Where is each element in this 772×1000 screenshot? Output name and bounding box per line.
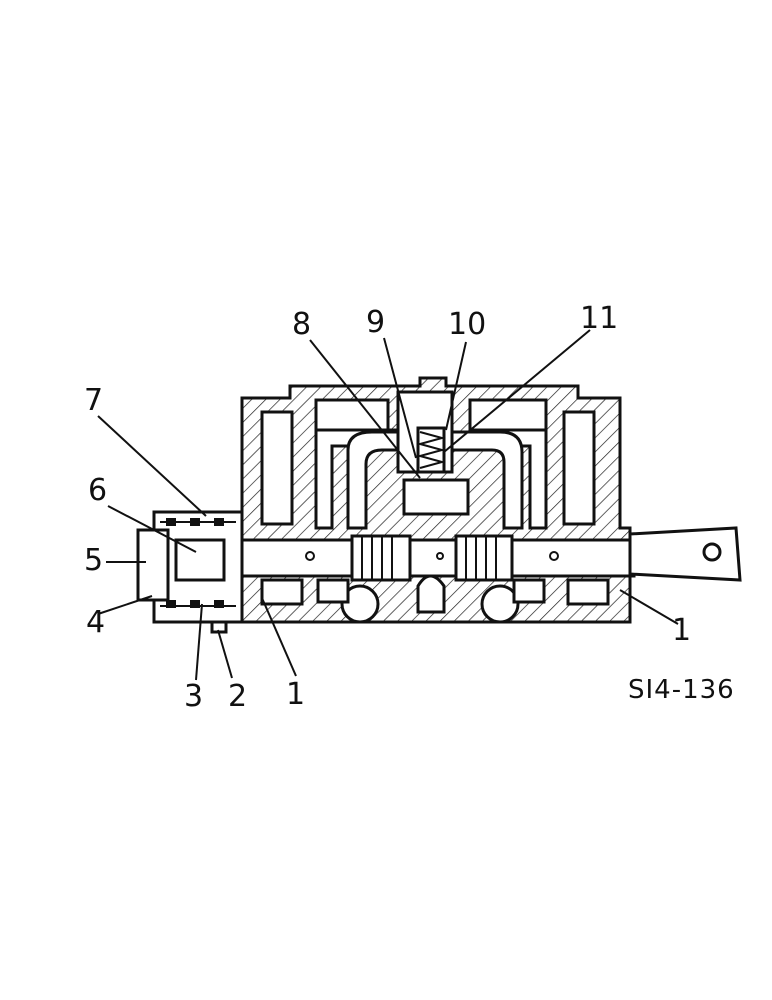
- callout-3: 3: [184, 679, 203, 714]
- callout-11: 11: [580, 301, 618, 336]
- callout-1-right: 1: [672, 613, 691, 648]
- callout-6: 6: [88, 473, 107, 508]
- callout-7: 7: [84, 383, 103, 418]
- leader-lines: [97, 329, 679, 681]
- figure-id: SI4-136: [628, 675, 735, 705]
- callout-5: 5: [84, 543, 103, 578]
- callout-labels: 7 6 5 4 3 2 1 1 8 9 10 11: [84, 301, 691, 714]
- callout-9: 9: [366, 305, 385, 340]
- callout-2: 2: [228, 679, 247, 714]
- callout-1-bottom: 1: [286, 677, 305, 712]
- check-spring: [416, 426, 446, 474]
- callout-4: 4: [86, 605, 105, 640]
- valve-body: [240, 376, 632, 624]
- callout-10: 10: [448, 307, 486, 342]
- callout-8: 8: [292, 307, 311, 342]
- spool: [210, 526, 742, 582]
